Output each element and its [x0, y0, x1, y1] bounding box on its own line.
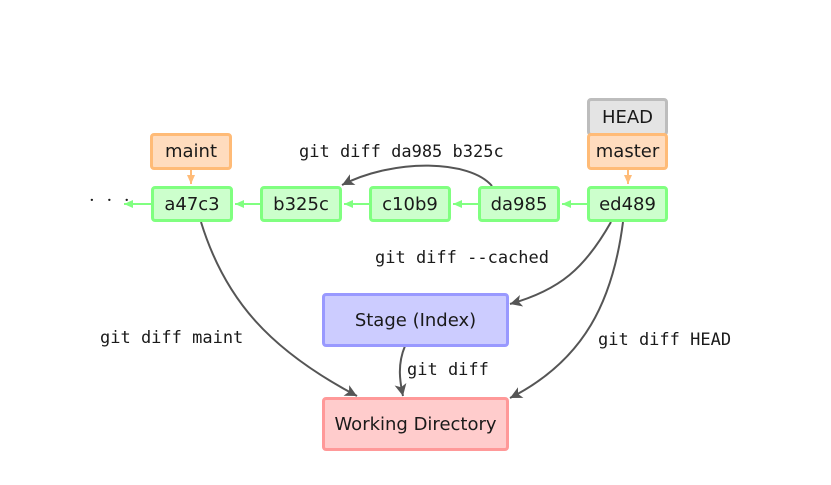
- arrow-diff-maint: [200, 221, 358, 397]
- commit-da985: da985: [478, 186, 560, 222]
- branch-maint: maint: [150, 133, 232, 170]
- commit-label: b325c: [273, 193, 329, 215]
- commit-label: a47c3: [164, 193, 220, 215]
- working-directory-box: Working Directory: [322, 397, 509, 451]
- commit-label: ed489: [599, 193, 656, 215]
- commit-a47c3: a47c3: [151, 186, 233, 222]
- arrow-diff: [394, 345, 407, 397]
- commit-label: da985: [490, 193, 548, 215]
- branch-master-label: master: [595, 141, 660, 162]
- label-git-diff: git diff: [407, 360, 489, 380]
- head-pointer: HEAD: [587, 98, 668, 136]
- label-git-diff-commits: git diff da985 b325c: [299, 142, 504, 162]
- branch-maint-label: maint: [164, 141, 218, 162]
- history-ellipsis: · · ·: [89, 190, 133, 211]
- commit-ed489: ed489: [587, 186, 668, 222]
- arrow-diff-head: [509, 221, 624, 399]
- commit-c10b9: c10b9: [369, 186, 451, 222]
- label-git-diff-cached: git diff --cached: [375, 248, 549, 268]
- head-label: HEAD: [601, 106, 654, 128]
- working-directory-label: Working Directory: [334, 413, 497, 435]
- label-git-diff-maint: git diff maint: [100, 328, 244, 348]
- commit-b325c: b325c: [260, 186, 342, 222]
- arrow-diff-da985-b325c: [341, 164, 493, 187]
- stage-index-box: Stage (Index): [322, 293, 509, 347]
- label-git-diff-head: git diff HEAD: [598, 330, 732, 350]
- stage-index-label: Stage (Index): [354, 309, 477, 331]
- arrow-diff-cached: [509, 221, 612, 307]
- commit-label: c10b9: [382, 193, 438, 215]
- branch-master: master: [587, 133, 668, 170]
